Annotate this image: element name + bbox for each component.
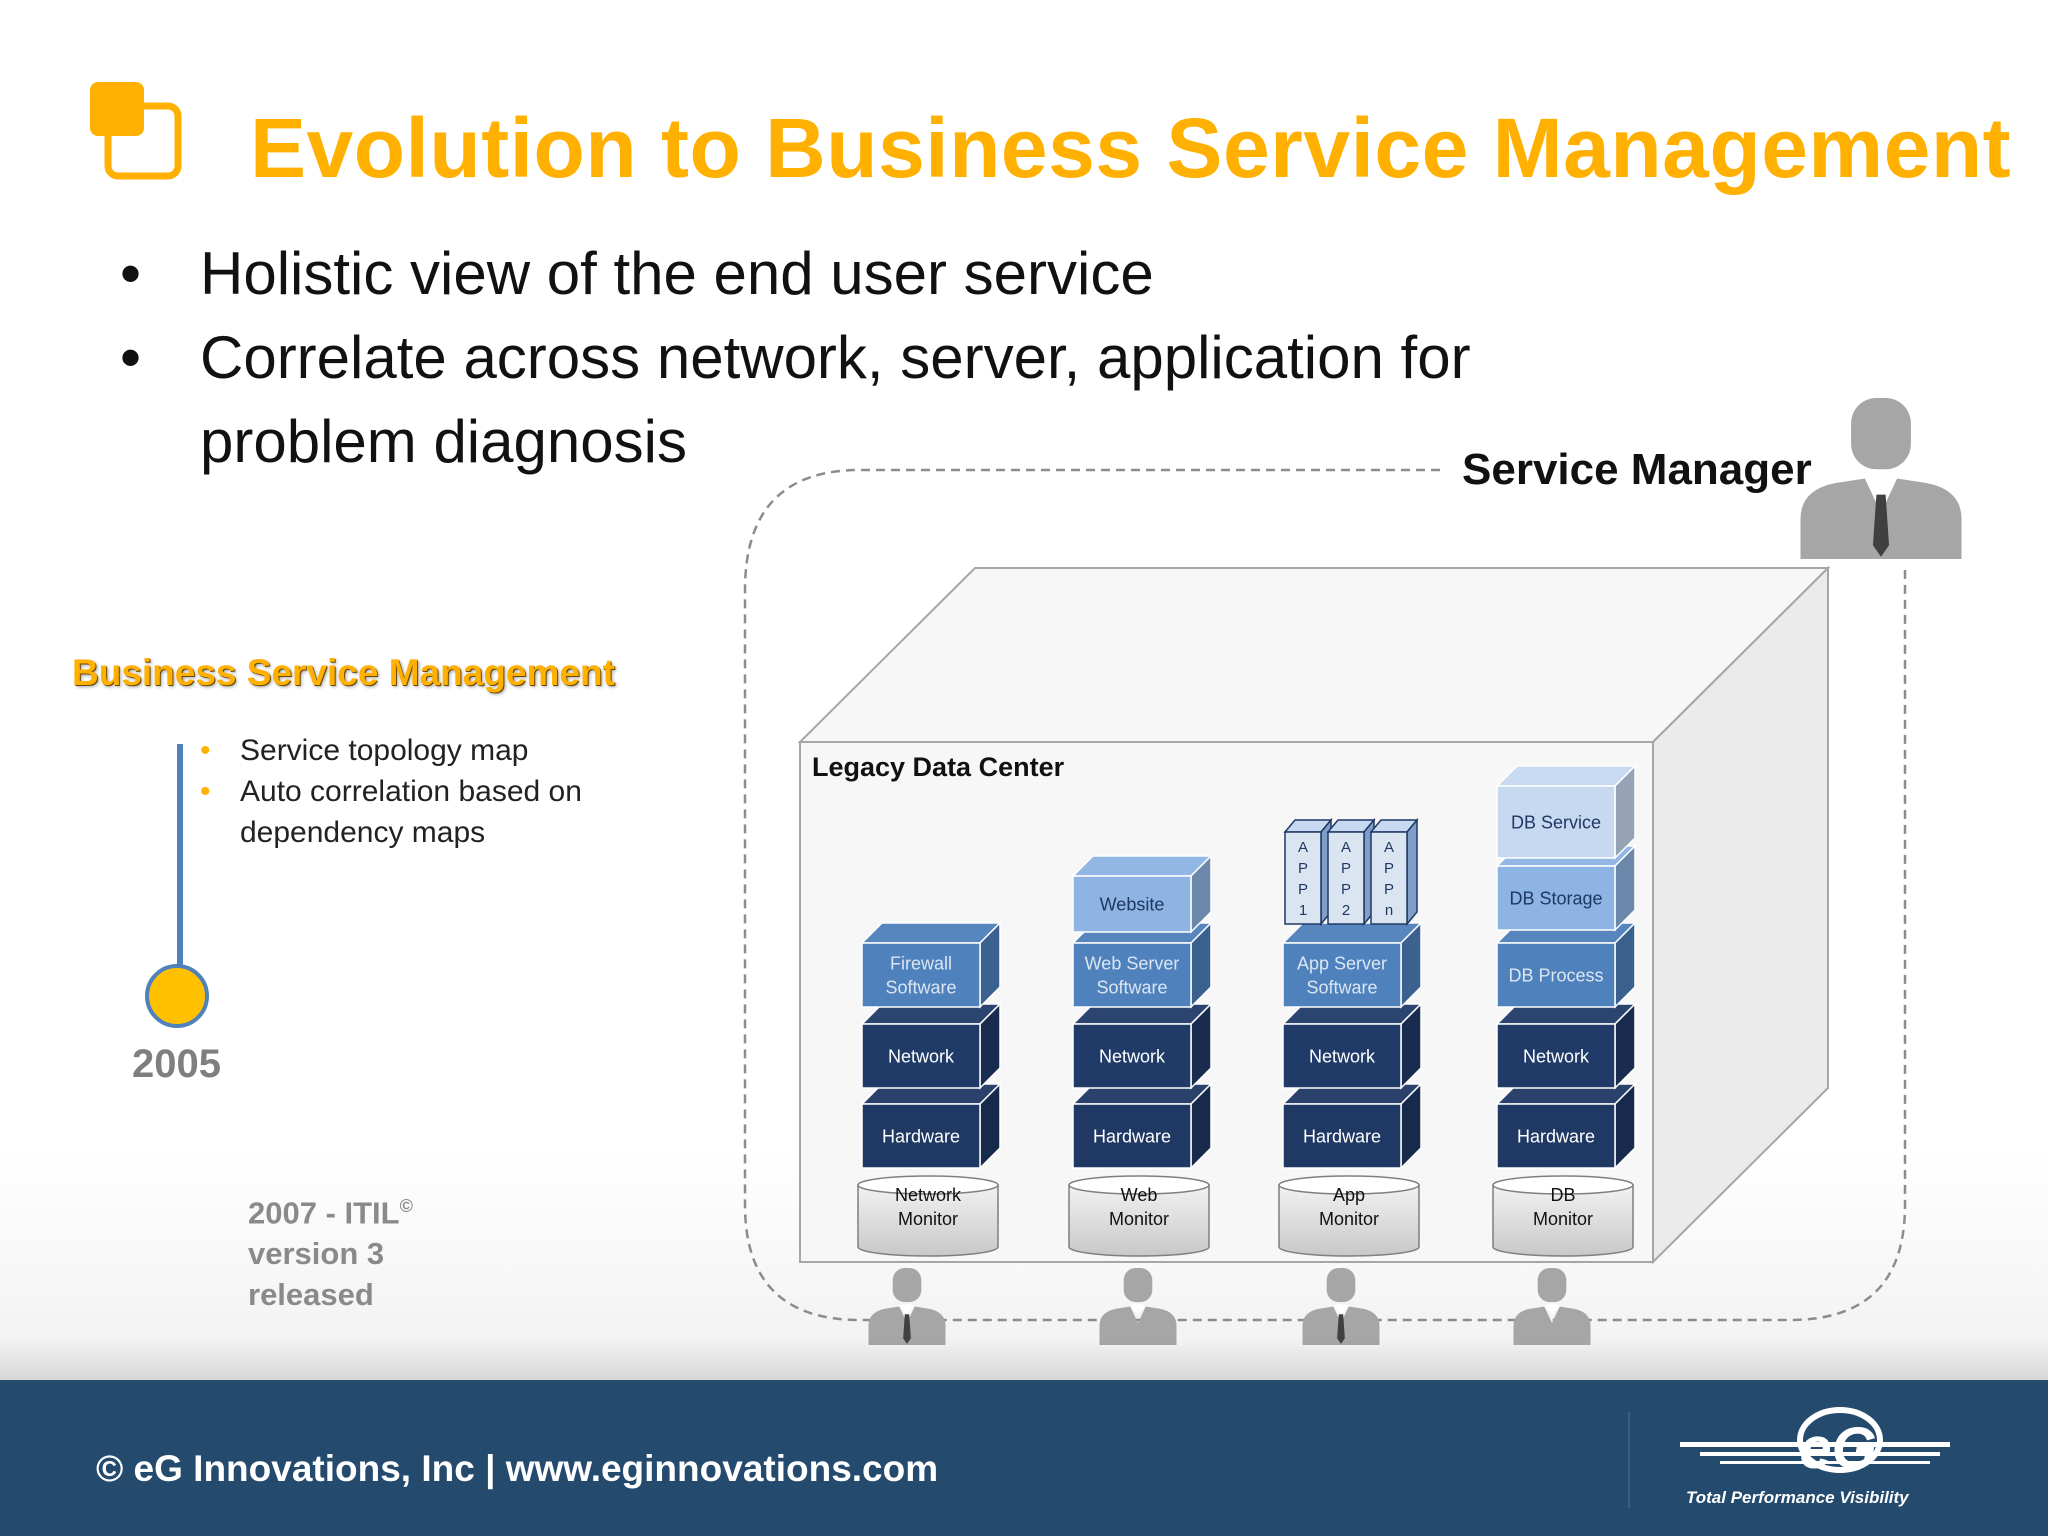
app-block-letter: A xyxy=(1341,839,1351,856)
bsm-feature-item: Auto correlation based on dependency map… xyxy=(200,771,620,853)
software-block-label: Software xyxy=(1306,977,1377,997)
itil-note-line2: version 3 xyxy=(248,1236,385,1272)
db-storage-block-label: DB Storage xyxy=(1509,888,1602,908)
eg-logo-text: eG xyxy=(1799,1416,1876,1481)
bullet-item: Holistic view of the end user service xyxy=(120,232,1820,316)
title-squares-icon xyxy=(90,82,182,180)
timeline-year: 2005 xyxy=(132,1042,221,1086)
legacy-data-center-diagram: HardwareNetworkFirewallSoftwareNetworkMo… xyxy=(743,398,1962,1345)
network-block xyxy=(1071,1002,1213,1090)
website-block-label: Website xyxy=(1100,894,1165,914)
app-block-letter: P xyxy=(1298,881,1308,898)
network-admin-person-icon xyxy=(868,1268,946,1345)
slide-title: Evolution to Business Service Management xyxy=(250,101,2012,195)
bullet-list: Holistic view of the end user service Co… xyxy=(120,232,1820,484)
monitor-cylinder-label: Monitor xyxy=(1533,1209,1593,1229)
hardware-block xyxy=(1071,1082,1213,1170)
db-admin-person-icon xyxy=(1513,1268,1591,1345)
eg-logo-icon: eG xyxy=(1680,1407,1950,1481)
monitor-cylinder-label: App xyxy=(1333,1185,1365,1205)
datacenter-label: Legacy Data Center xyxy=(812,752,1065,782)
app-admin-person-icon xyxy=(1302,1268,1380,1345)
itil-note-line3: released xyxy=(248,1277,374,1313)
app-block-letter: 2 xyxy=(1342,902,1350,919)
monitor-cylinder xyxy=(1492,1175,1634,1257)
hardware-block xyxy=(1281,1082,1423,1170)
network-block xyxy=(1495,1002,1637,1090)
db-service-block-label: DB Service xyxy=(1511,812,1601,832)
hardware-block-label: Hardware xyxy=(1093,1126,1171,1146)
software-block-label: App Server xyxy=(1297,953,1387,973)
software-block-label: Web Server xyxy=(1085,953,1180,973)
footer-tagline: Total Performance Visibility xyxy=(1686,1488,1909,1507)
monitor-cylinder xyxy=(1278,1175,1420,1257)
monitor-cylinder-label: DB xyxy=(1550,1185,1575,1205)
datacenter-blocks xyxy=(857,764,1637,1257)
hardware-block-label: Hardware xyxy=(882,1126,960,1146)
bsm-feature-list: Service topology map Auto correlation ba… xyxy=(200,730,620,853)
monitor-cylinder xyxy=(1068,1175,1210,1257)
app-block-letter: P xyxy=(1341,881,1351,898)
app-block-letter: P xyxy=(1341,860,1351,877)
software-block-label: Firewall xyxy=(890,953,952,973)
monitor-cylinder-label: Monitor xyxy=(1109,1209,1169,1229)
software-block-label: Software xyxy=(885,977,956,997)
network-block-label: Network xyxy=(1309,1046,1376,1066)
software-block-label: DB Process xyxy=(1508,965,1603,985)
footer-shadow xyxy=(0,1340,2048,1380)
itil-note: 2007 - ITIL© version 3 released xyxy=(248,1186,508,1315)
service-boundary-outline xyxy=(743,468,1907,1322)
web-admin-person-icon xyxy=(1099,1268,1177,1345)
network-block-label: Network xyxy=(1099,1046,1166,1066)
itil-copyright: © xyxy=(399,1196,413,1216)
app-block-letter: n xyxy=(1385,902,1393,919)
monitor-cylinder-label: Web xyxy=(1121,1185,1158,1205)
network-block xyxy=(860,1002,1002,1090)
software-block xyxy=(1281,921,1423,1009)
app-block-letter: 1 xyxy=(1299,902,1307,919)
bullet-item: Correlate across network, server, applic… xyxy=(120,316,1580,484)
footer-copyright: © eG Innovations, Inc | www.eginnovation… xyxy=(96,1448,939,1489)
datacenter-labels: HardwareNetworkFirewallSoftwareNetworkMo… xyxy=(882,812,1604,1229)
footer-bar xyxy=(0,1380,2048,1536)
hardware-block-label: Hardware xyxy=(1303,1126,1381,1146)
timeline-marker xyxy=(145,744,209,1028)
app-block-letter: P xyxy=(1298,860,1308,877)
network-block-label: Network xyxy=(888,1046,955,1066)
app-block-letter: P xyxy=(1384,881,1394,898)
app-block-letter: A xyxy=(1298,839,1308,856)
software-block-label: Software xyxy=(1096,977,1167,997)
app-block-letter: A xyxy=(1384,839,1394,856)
website-block xyxy=(1071,854,1213,934)
app-block-letter: P xyxy=(1384,860,1394,877)
bsm-feature-item: Service topology map xyxy=(200,730,620,771)
app-block xyxy=(1326,817,1376,927)
hardware-block xyxy=(860,1082,1002,1170)
hardware-block-label: Hardware xyxy=(1517,1126,1595,1146)
network-block xyxy=(1281,1002,1423,1090)
software-block xyxy=(860,921,1002,1009)
app-block xyxy=(1369,817,1419,927)
monitor-cylinder-label: Monitor xyxy=(898,1209,958,1229)
service-manager-person-icon xyxy=(1800,398,1962,559)
datacenter-box-top xyxy=(797,567,1831,743)
hardware-block xyxy=(1495,1082,1637,1170)
db-service-block xyxy=(1495,764,1637,860)
service-manager-label: Service Manager xyxy=(1462,445,1812,494)
footer-divider xyxy=(1628,1412,1630,1508)
itil-note-line1: 2007 - ITIL xyxy=(248,1195,400,1231)
monitor-cylinder-label: Network xyxy=(895,1185,962,1205)
people-icons xyxy=(868,398,1962,1345)
network-block-label: Network xyxy=(1523,1046,1590,1066)
bsm-heading: Business Service Management xyxy=(72,652,615,693)
monitor-cylinder xyxy=(857,1175,999,1257)
monitor-cylinder-label: Monitor xyxy=(1319,1209,1379,1229)
